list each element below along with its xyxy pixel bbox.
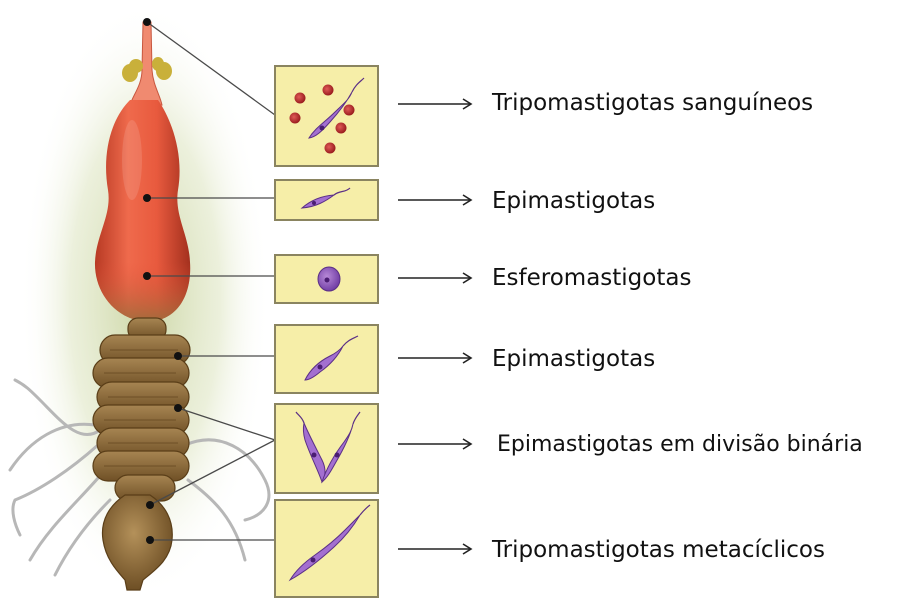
panel-epimastigote-2: [275, 325, 378, 393]
label-epimastigotas-divisao-binaria: Epimastigotas em divisão binária: [497, 434, 863, 456]
panel-spheromastigote: [275, 255, 378, 303]
panel-trypomastigote-metacyclic: [275, 500, 378, 597]
label-epimastigotas-2: Epimastigotas: [492, 348, 655, 371]
panel-epimastigote-dividing: [275, 404, 378, 493]
arrow-1: [398, 99, 471, 109]
panel-epimastigote-1: [275, 180, 378, 220]
label-tripomastigotas-metaciclicos: Tripomastigotas metacíclicos: [492, 539, 825, 562]
arrow-6: [398, 544, 471, 554]
label-epimastigotas-1: Epimastigotas: [492, 190, 655, 213]
arrows: [398, 99, 471, 554]
arrow-2: [398, 195, 471, 205]
stomach-highlight: [122, 120, 142, 200]
panel-trypomastigote-blood: [275, 66, 378, 166]
label-esferomastigotas: Esferomastigotas: [492, 267, 691, 290]
arrow-4: [398, 353, 471, 363]
arrow-3: [398, 273, 471, 283]
label-tripomastigotas-sanguineos: Tripomastigotas sanguíneos: [492, 92, 813, 115]
arrow-5: [398, 439, 471, 449]
